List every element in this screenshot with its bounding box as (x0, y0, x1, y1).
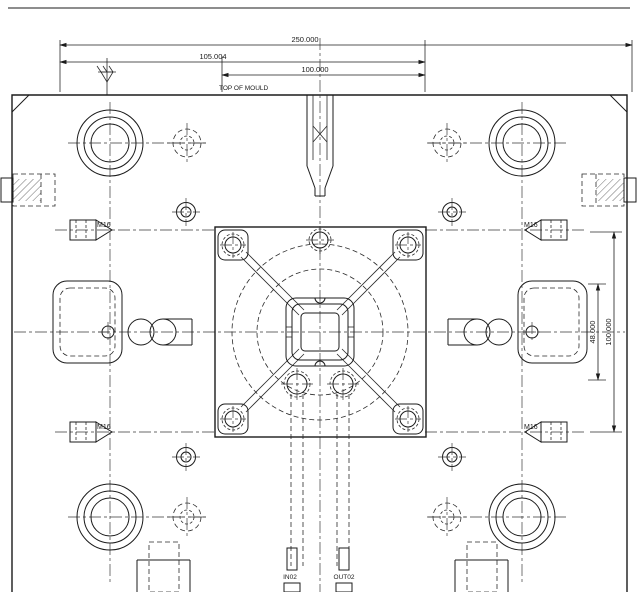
cap-screws (172, 198, 466, 471)
cooling-outlet-label: OUT02 (334, 574, 355, 581)
side-slide-left (52, 280, 193, 364)
guide-bushing-top-left (76, 109, 144, 177)
cooling-port-left (281, 368, 313, 400)
corner-screw-bottom-right (395, 406, 421, 432)
dim-cavity-width: 100.000 (301, 65, 328, 74)
cooling-channels: IN02 OUT02 (283, 394, 355, 592)
top-center-screw (306, 226, 334, 254)
corner-screw-bottom-left (220, 406, 246, 432)
top-dimensions: 250.000 105.004 100.000 TOP OF MOULD (59, 35, 633, 92)
m16-hole-bottom-left: M16 (69, 421, 113, 443)
sprue-channel (306, 95, 334, 197)
support-pillar-bottom-left (136, 541, 191, 592)
bolt-circle-outer (231, 243, 409, 421)
thread-label-bottom-right: M16 (524, 424, 538, 431)
datum-symbol (96, 58, 116, 95)
cooling-inlet-label: IN02 (283, 574, 297, 581)
side-plug-left (0, 173, 56, 207)
dim-offset-width: 105.004 (199, 52, 226, 61)
plate-outline (11, 94, 628, 592)
thread-label-top-right: M16 (524, 222, 538, 229)
diagonal-braces (240, 251, 401, 413)
m16-hole-top-left: M16 (69, 219, 113, 241)
side-plug-right (581, 173, 637, 207)
corner-screw-top-left (220, 232, 246, 258)
m16-hole-top-right: M16 (524, 219, 568, 241)
guide-bushing-bottom-left (76, 483, 144, 551)
corner-screw-top-right (395, 232, 421, 258)
center-insert (285, 297, 355, 367)
note-top-of-mould: TOP OF MOULD (219, 85, 269, 92)
thread-label-top-left: M16 (97, 222, 111, 229)
guide-bushing-bottom-right (488, 483, 556, 551)
dim-overall-width: 250.000 (291, 35, 318, 44)
support-pillar-bottom-right (454, 541, 509, 592)
bolt-circle-inner (256, 268, 384, 396)
side-slide-right (447, 280, 588, 364)
guide-bushing-top-right (488, 109, 556, 177)
hidden-pin-holes (167, 123, 467, 537)
cooling-port-right (327, 368, 359, 400)
cavity-pocket (214, 226, 427, 438)
m16-hole-bottom-right: M16 (524, 421, 568, 443)
thread-label-bottom-left: M16 (97, 424, 111, 431)
